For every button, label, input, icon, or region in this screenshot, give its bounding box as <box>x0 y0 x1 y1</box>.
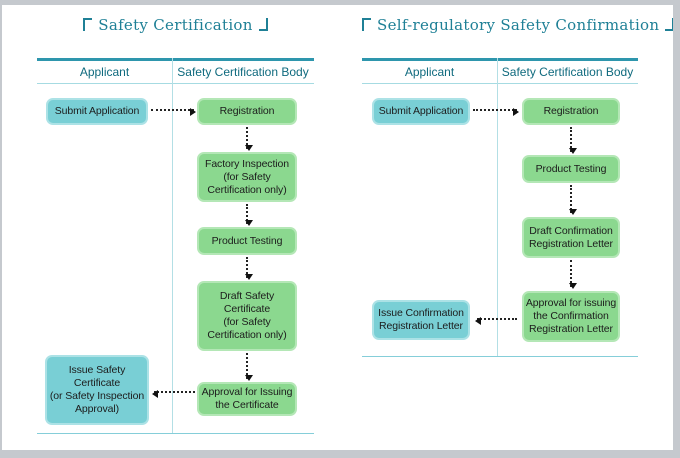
left-step-submit-application: Submit Application <box>46 98 148 125</box>
step-label: Approval for issuing the Confirmation Re… <box>525 297 617 335</box>
right-chart-header: Applicant Safety Certification Body <box>362 58 638 84</box>
step-label: Product Testing <box>535 162 607 175</box>
right-step-issue-letter: Issue Confirmation Registration Letter <box>372 300 470 340</box>
right-step-product-testing: Product Testing <box>522 155 620 183</box>
corner-bracket-open-icon <box>362 18 371 31</box>
left-chart-header: Applicant Safety Certification Body <box>37 58 314 84</box>
step-label: Submit Application <box>54 105 140 117</box>
step-label: Registration <box>219 105 275 117</box>
left-step-issue-certificate: Issue Safety Certificate (or Safety Insp… <box>45 355 149 425</box>
right-step-approval: Approval for issuing the Confirmation Re… <box>522 291 620 342</box>
left-step-draft-certificate: Draft Safety Certificate (for Safety Cer… <box>197 281 297 351</box>
frame-edge-bottom <box>0 450 680 458</box>
step-label: Issue Confirmation Registration Letter <box>378 307 464 332</box>
step-label: Draft Confirmation Registration Letter <box>529 224 613 250</box>
flow-arrow-approval-to-issue <box>475 317 517 325</box>
flow-arrow-registration-to-testing <box>569 127 577 154</box>
flow-arrow-draft-to-approval <box>245 353 253 381</box>
flow-arrow-testing-to-draft <box>245 257 253 280</box>
left-step-product-testing: Product Testing <box>197 227 297 255</box>
step-label: Registration <box>543 105 599 117</box>
step-label: Draft Safety Certificate (for Safety Cer… <box>207 290 287 341</box>
flow-arrow-registration-to-factory <box>245 127 253 151</box>
corner-bracket-open-icon <box>83 18 93 31</box>
right-chart-bottom-rule <box>362 356 638 357</box>
left-chart-column-divider <box>172 58 173 434</box>
flow-arrow-draft-to-approval <box>569 260 577 289</box>
left-chart-bottom-rule <box>37 433 314 434</box>
flow-arrow-testing-to-draft <box>569 185 577 215</box>
corner-bracket-close-icon <box>258 18 268 31</box>
step-label: Issue Safety Certificate (or Safety Insp… <box>49 364 145 415</box>
flow-arrow-submit-to-registration <box>473 108 519 116</box>
flow-arrow-factory-to-testing <box>245 204 253 226</box>
right-step-registration: Registration <box>522 98 620 125</box>
left-column-header-body: Safety Certification Body <box>177 65 309 79</box>
right-chart-title-text: Self-regulatory Safety Confirmation <box>377 16 660 34</box>
left-chart-title-text: Safety Certification <box>98 16 253 34</box>
step-label: Submit Application <box>378 105 464 117</box>
flow-arrow-approval-to-issue <box>152 390 195 398</box>
right-column-header-applicant: Applicant <box>404 65 455 79</box>
right-chart-title: Self-regulatory Safety Confirmation <box>362 16 675 34</box>
right-step-submit-application: Submit Application <box>372 98 470 125</box>
step-label: Product Testing <box>211 234 283 247</box>
frame-edge-right <box>673 0 680 458</box>
left-chart-title: Safety Certification <box>37 16 314 34</box>
step-label: Factory Inspection (for Safety Certifica… <box>205 157 289 196</box>
left-step-registration: Registration <box>197 98 297 125</box>
right-chart-column-divider <box>497 58 498 356</box>
left-column-header-applicant: Applicant <box>79 65 130 79</box>
frame-edge-left <box>0 0 2 458</box>
flow-arrow-submit-to-registration <box>151 108 196 116</box>
step-label: Approval for Issuing the Certificate <box>201 386 293 411</box>
frame-edge-top <box>0 0 680 5</box>
right-step-draft-letter: Draft Confirmation Registration Letter <box>522 217 620 258</box>
left-step-factory-inspection: Factory Inspection (for Safety Certifica… <box>197 152 297 202</box>
right-column-header-body: Safety Certification Body <box>501 65 634 79</box>
left-step-approval: Approval for Issuing the Certificate <box>197 382 297 416</box>
